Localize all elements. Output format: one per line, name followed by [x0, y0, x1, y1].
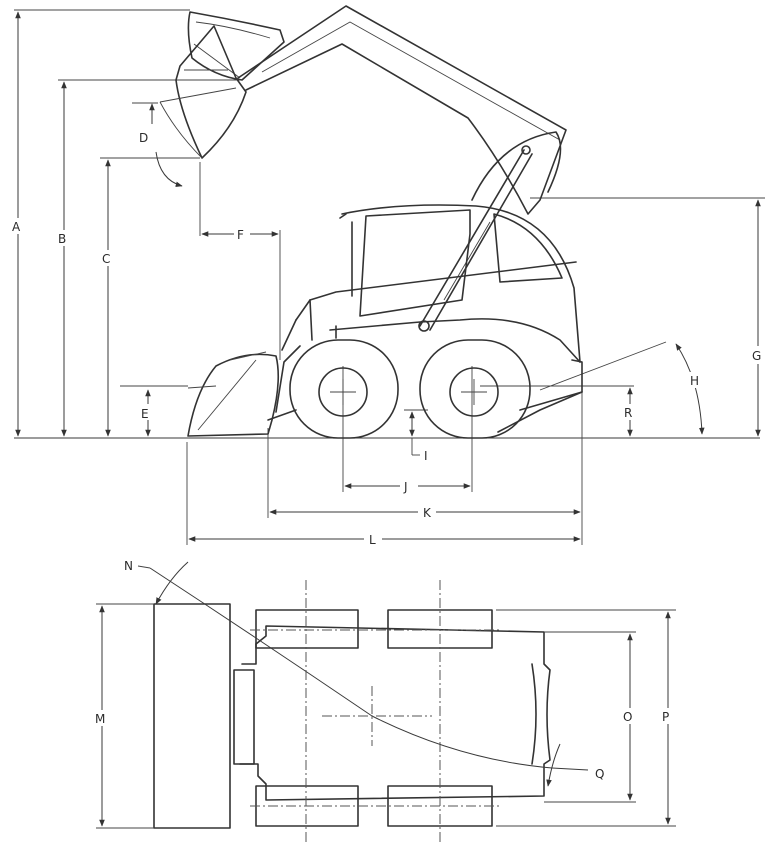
label-a: A	[12, 220, 21, 234]
label-j: J	[403, 480, 408, 494]
label-n: N	[124, 559, 133, 573]
tire-front-left	[255, 609, 359, 649]
dimension-r: R	[480, 385, 638, 437]
top-bucket	[153, 603, 231, 829]
machine-body	[275, 204, 583, 433]
dimension-l: L	[186, 442, 581, 547]
label-l: L	[369, 533, 376, 547]
dimension-q: Q	[546, 743, 604, 787]
raised-bucket	[187, 11, 285, 81]
label-i: I	[424, 449, 428, 463]
label-e: E	[141, 407, 149, 421]
dimension-p: P	[496, 609, 676, 827]
label-f: F	[237, 228, 244, 242]
label-c: C	[102, 252, 110, 266]
label-q: Q	[595, 767, 604, 781]
dimension-i: I	[404, 409, 428, 463]
label-h: H	[690, 374, 699, 388]
dimension-e: E	[120, 385, 188, 437]
dimension-d: D	[132, 102, 183, 188]
dimension-o: O	[544, 631, 638, 803]
dimension-m: M	[94, 603, 154, 829]
label-r: R	[624, 406, 632, 420]
dimension-c: C	[100, 157, 200, 437]
label-d: D	[139, 131, 148, 145]
dimension-k: K	[267, 392, 583, 545]
top-attachment-plate	[233, 669, 255, 765]
front-wheel	[289, 339, 399, 439]
label-b: B	[58, 232, 66, 246]
lift-arm	[237, 5, 567, 215]
dimension-j: J	[342, 366, 473, 494]
dump-bucket	[159, 25, 247, 159]
label-o: O	[623, 710, 632, 724]
lift-cylinder	[418, 145, 533, 332]
dimension-h: H	[539, 341, 705, 435]
top-chassis	[239, 625, 551, 801]
dimension-a: A	[10, 9, 190, 437]
rear-wheel	[419, 339, 531, 439]
label-g: G	[752, 349, 761, 363]
label-m: M	[95, 712, 105, 726]
dimension-g: G	[530, 197, 766, 437]
lowered-bucket	[187, 351, 297, 437]
dimension-n: N	[124, 559, 553, 769]
side-view: A B C D E	[10, 5, 766, 547]
dimension-f: F	[199, 162, 281, 360]
label-p: P	[662, 710, 669, 724]
top-view: M O P N Q	[94, 559, 676, 842]
dimension-b: B	[56, 79, 240, 437]
label-k: K	[423, 506, 432, 520]
